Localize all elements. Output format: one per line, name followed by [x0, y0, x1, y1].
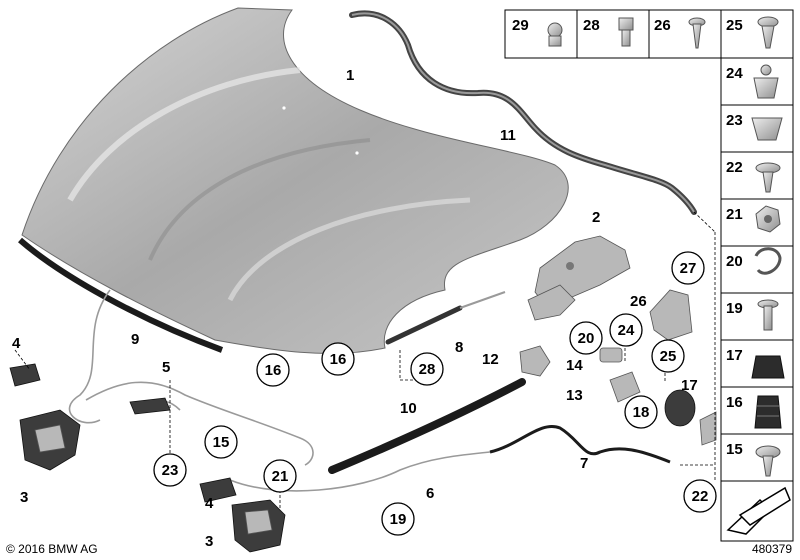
- hood-rear-seal: [328, 378, 526, 474]
- circled-callouts: 15 16 16 18 19 20 21 22 23 24 25 27 28: [153, 251, 717, 536]
- callout-8: 8: [455, 339, 463, 356]
- callout-13: 13: [566, 387, 583, 404]
- callout-21: 20: [578, 330, 595, 347]
- legend-num-16: 16: [726, 394, 743, 411]
- catch-right: [199, 477, 237, 503]
- callout-17: 16: [330, 351, 347, 368]
- strut-bracket: [519, 345, 551, 377]
- ball-stud-icon: [547, 22, 563, 47]
- adjusting-element: [599, 347, 623, 363]
- callout-27: 26: [630, 293, 647, 310]
- gas-strut: [385, 291, 506, 345]
- legend-num-21: 21: [726, 206, 743, 223]
- callout-18: 17: [681, 377, 698, 394]
- screw-with-washer-icon: [755, 162, 781, 193]
- callout-12: 12: [482, 351, 499, 368]
- callout-29: 28: [419, 361, 436, 378]
- hex-nut-icon: [755, 205, 781, 233]
- bowden-cable-center: [85, 381, 314, 466]
- callout-10: 10: [400, 400, 417, 417]
- legend-num-15: 15: [726, 441, 743, 458]
- legend-num-28: 28: [583, 17, 600, 34]
- callout-15: 15: [213, 434, 230, 451]
- cable-clip-icon: [754, 247, 782, 275]
- legend-num-19: 19: [726, 300, 743, 317]
- expanding-rivet-icon: [753, 64, 779, 99]
- tapping-screw-icon: [688, 17, 706, 49]
- arrow-marker-icon: [726, 486, 791, 535]
- callout-labels: 1 2 3 3 4 4 5 6 7 8 9 10 11 12 13 14 17 …: [12, 67, 698, 550]
- callout-4-bottom: 4: [205, 495, 214, 512]
- legend-num-25: 25: [726, 17, 743, 34]
- bonnet-lock-left: [19, 409, 81, 471]
- bowden-cable-front: [68, 289, 111, 424]
- rubber-buffer-icon: [751, 355, 785, 379]
- callout-9: 9: [131, 331, 139, 348]
- callout-4-left: 4: [12, 335, 21, 352]
- callout-14: 14: [566, 357, 583, 374]
- callout-19: 18: [633, 404, 650, 421]
- hex-bolt-icon: [618, 17, 634, 47]
- rubber-bellows: [664, 389, 696, 427]
- bellows-buffer-icon: [754, 395, 782, 429]
- bonnet-lock-right: [231, 499, 286, 553]
- callout-20: 19: [390, 511, 407, 528]
- callout-23: 22: [692, 488, 709, 505]
- copyright-notice: © 2016 BMW AG: [6, 542, 98, 556]
- callout-6: 6: [426, 485, 434, 502]
- legend-num-24: 24: [726, 65, 743, 82]
- legend-numbers: 29 28 26 25 24 23 22 21 20 19 17 16 15: [512, 17, 743, 458]
- flange-screw-icon: [755, 445, 781, 477]
- legend-num-26: 26: [654, 17, 671, 34]
- bonnet-panel: [21, 7, 569, 354]
- callout-5: 5: [162, 359, 170, 376]
- bonnet-hinge: [527, 235, 631, 321]
- clip-nut-icon: [751, 117, 783, 141]
- bowden-cable-main: [489, 425, 671, 464]
- callout-7: 7: [580, 455, 588, 472]
- callout-26: 25: [660, 348, 677, 365]
- legend-num-22: 22: [726, 159, 743, 176]
- callout-1: 1: [346, 67, 354, 84]
- mounting-bracket: [649, 289, 693, 341]
- callout-22: 21: [272, 468, 289, 485]
- plastic-rivet-icon: [757, 299, 779, 331]
- torx-screw-icon: [757, 16, 779, 49]
- leader-lines: [14, 211, 716, 510]
- legend-num-20: 20: [726, 253, 743, 270]
- callout-25: 24: [618, 322, 635, 339]
- fastener-legend: [504, 9, 794, 542]
- callout-24: 23: [162, 462, 179, 479]
- callout-3-bottom: 3: [205, 533, 213, 550]
- callout-2: 2: [592, 209, 600, 226]
- callout-16: 16: [265, 362, 282, 379]
- callout-28: 27: [680, 260, 697, 277]
- catch-hook: [609, 371, 641, 403]
- callout-3-left: 3: [20, 489, 28, 506]
- image-number: 480379: [751, 542, 792, 556]
- legend-num-23: 23: [726, 112, 743, 129]
- catch-left: [9, 363, 41, 387]
- legend-num-17: 17: [726, 347, 743, 364]
- release-handle: [129, 397, 171, 415]
- legend-num-29: 29: [512, 17, 529, 34]
- callout-11: 11: [500, 127, 516, 144]
